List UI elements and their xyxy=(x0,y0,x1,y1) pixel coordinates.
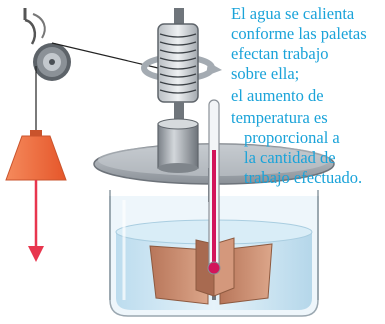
force-arrow xyxy=(28,180,44,262)
beaker-front xyxy=(109,190,319,300)
weight-icon xyxy=(5,130,67,181)
string-horizontal xyxy=(51,42,159,69)
string-drum-icon xyxy=(157,8,199,120)
paddle-wheel xyxy=(149,200,273,305)
thermometer-icon xyxy=(207,99,221,275)
pulley-icon xyxy=(33,43,71,81)
pulley-support xyxy=(23,8,46,45)
